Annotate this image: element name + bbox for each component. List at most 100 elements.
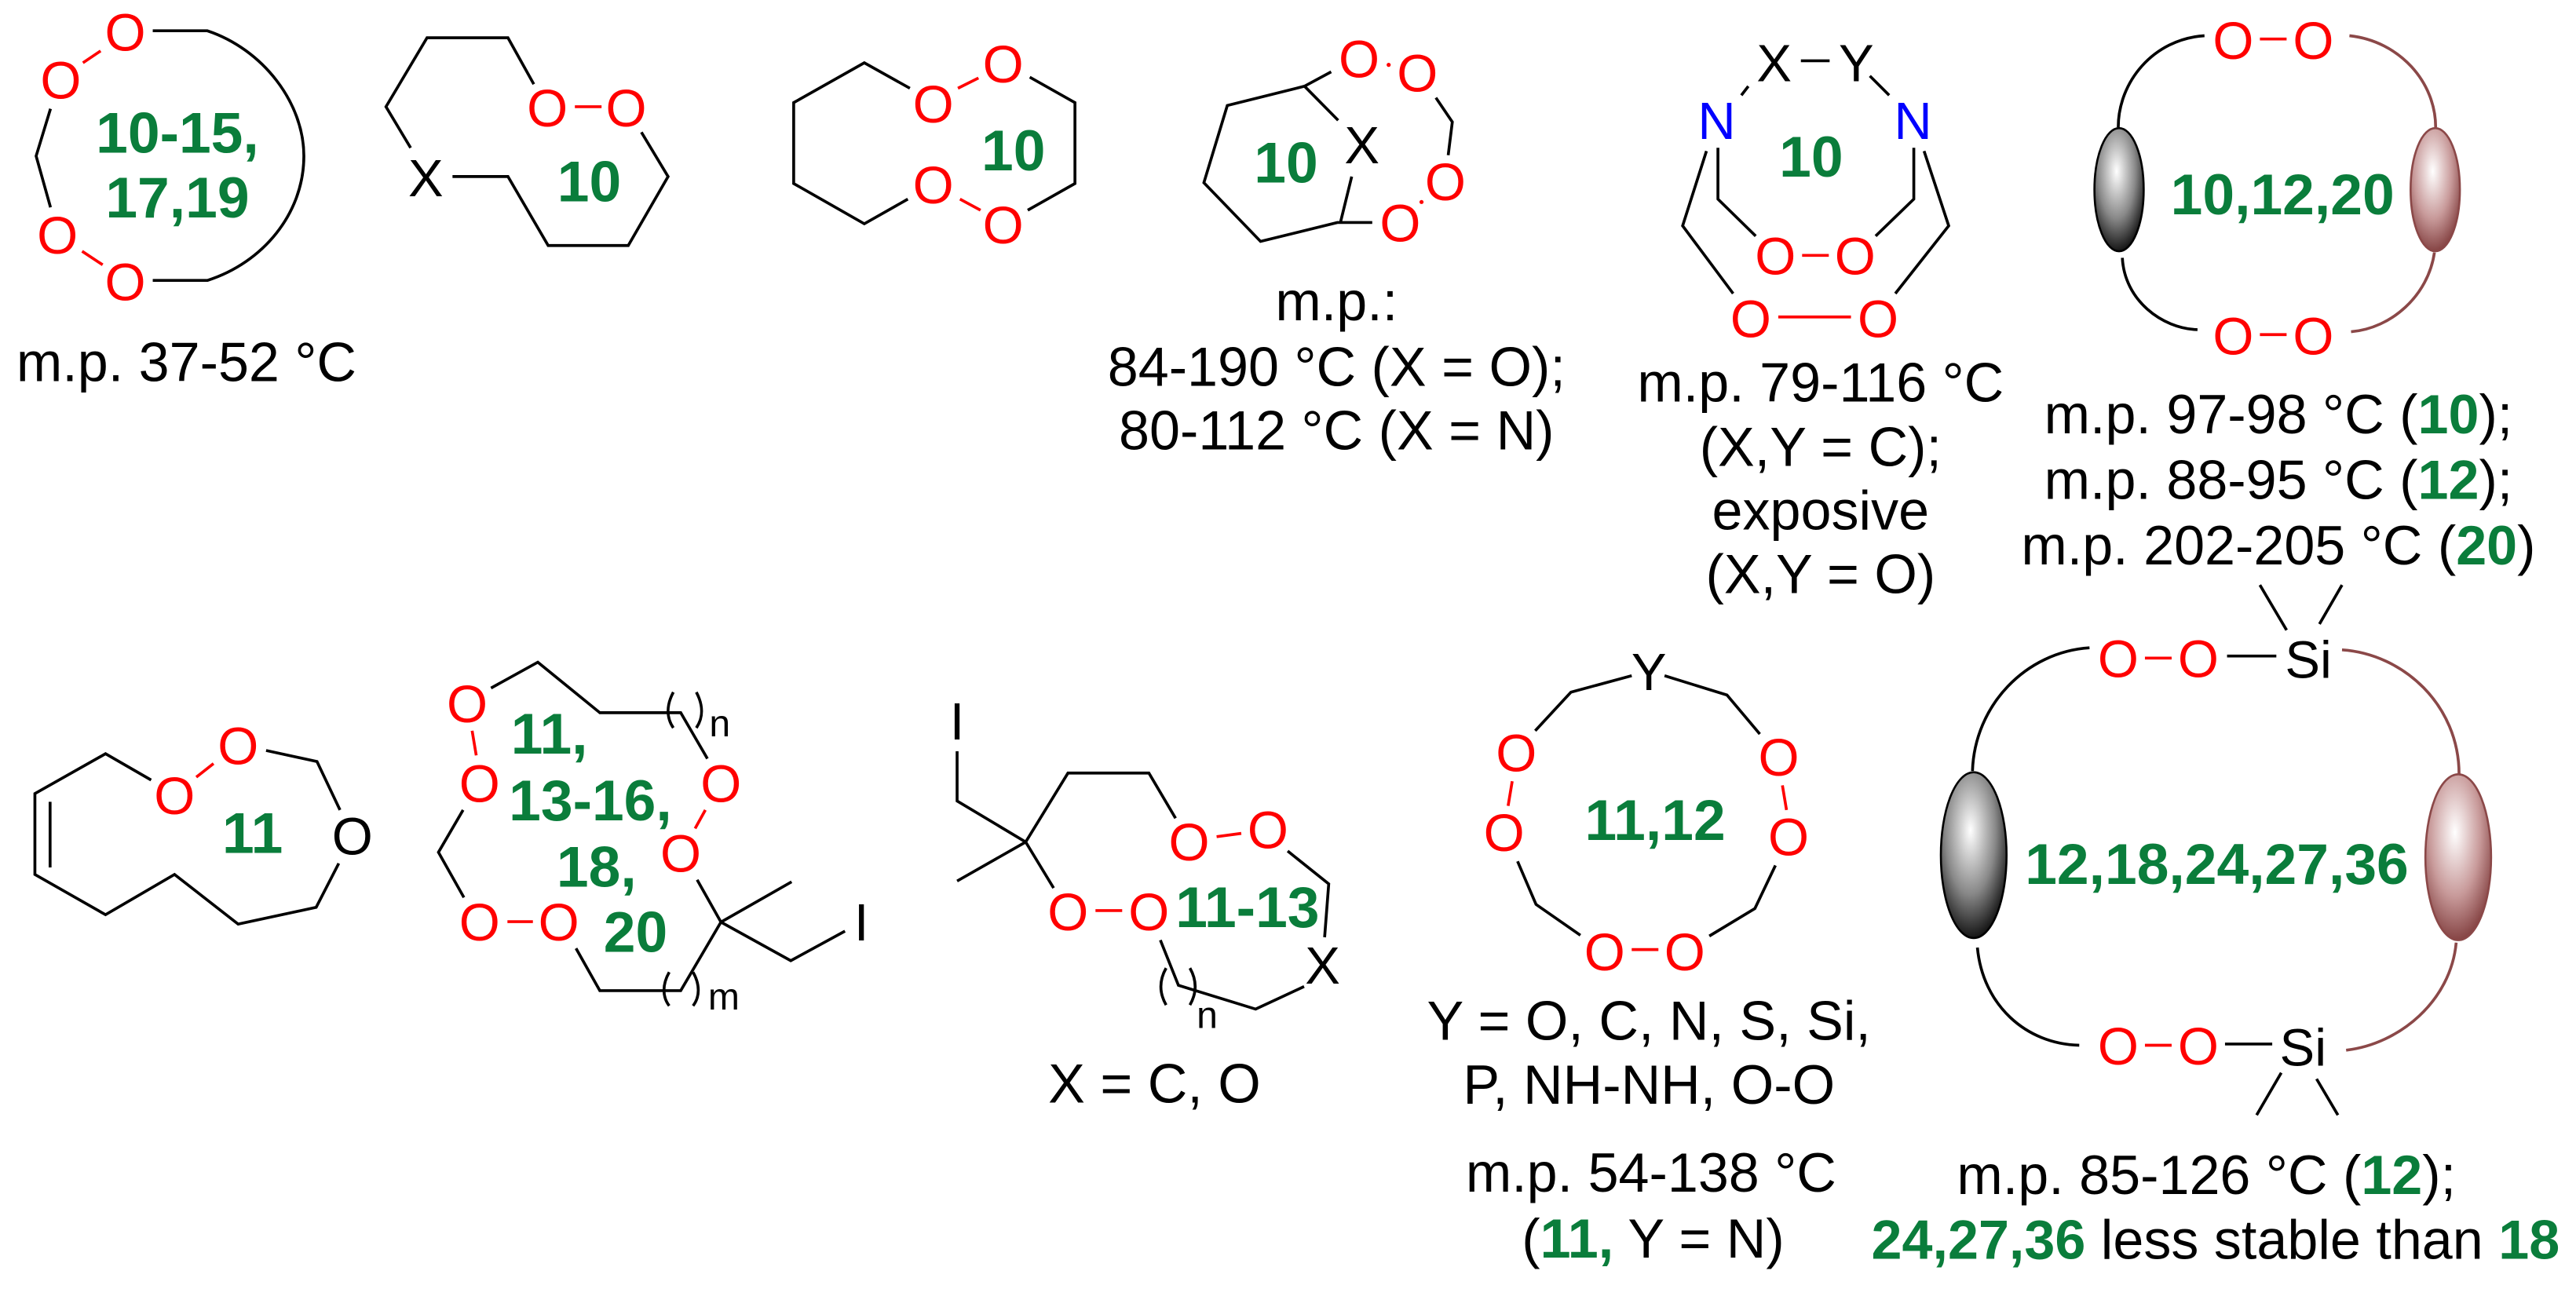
atom-o: O — [2293, 307, 2333, 366]
peroxide-bond — [470, 730, 707, 923]
ring-bonds — [33, 749, 342, 926]
atom-o: O — [2178, 630, 2219, 688]
atom-o: O — [1858, 290, 1898, 349]
atom-o: O — [1248, 801, 1288, 860]
caption-text: Y = N) — [1613, 1208, 1785, 1269]
scaffold-fragment-black — [2093, 126, 2145, 253]
compound-ref: 18 — [2498, 1209, 2560, 1270]
ring-bonds — [35, 29, 305, 283]
atom-x: X — [1344, 116, 1379, 175]
atom-i: I — [950, 692, 965, 751]
compound-ref: 12 — [2361, 1145, 2422, 1206]
linker-bonds — [1971, 584, 2344, 1116]
ring-bonds — [437, 660, 846, 992]
substituent-caption: X = C, O — [1048, 1053, 1261, 1115]
atom-o: O — [1339, 30, 1379, 89]
ring-bonds — [1516, 674, 1777, 937]
structure-11: 12,18,24,27,36 m.p. 85-126 °C (12); 24,2… — [1872, 584, 2560, 1270]
atom-o: O — [2098, 1017, 2139, 1076]
atom-o: O — [913, 75, 954, 134]
compound-label: 10 — [1779, 125, 1843, 189]
ring-bonds — [1202, 70, 1454, 243]
compound-label: 18, — [557, 835, 637, 900]
structure-7: 11 OOO — [33, 717, 373, 926]
repeat-subscript-n: n — [709, 703, 730, 745]
atom-x: X — [1756, 35, 1792, 93]
melting-point-caption: m.p. 79-116 °C — [1637, 352, 2004, 413]
atom-o: O — [2293, 12, 2333, 71]
compound-ref: 10 — [2418, 384, 2479, 445]
melting-point-caption: m.p. 202-205 °C (20) — [2021, 515, 2535, 576]
repeat-unit-brackets — [1159, 967, 1197, 1006]
compound-label: 11 — [222, 802, 283, 866]
atom-o: O — [104, 3, 145, 62]
atom-o: O — [2212, 307, 2253, 366]
atom-o: O — [2098, 630, 2139, 688]
melting-point-caption: m.p. 85-126 °C (12); — [1957, 1145, 2456, 1206]
atom-o: O — [1755, 227, 1796, 286]
scaffold-fragment-brown — [2424, 773, 2493, 941]
atom-x: X — [408, 149, 444, 208]
peroxide-bond — [1419, 199, 1424, 204]
compound-ref: 12 — [2418, 449, 2479, 510]
ring-bonds — [792, 60, 1076, 226]
atom-n: N — [1894, 92, 1931, 151]
compound-ref: 11, — [1540, 1208, 1614, 1269]
melting-point-caption: 84-190 °C (X = O); — [1108, 337, 1566, 398]
atom-o: O — [1397, 45, 1438, 104]
caption-text: ); — [2479, 384, 2512, 445]
melting-point-caption: m.p. 88-95 °C (12); — [2044, 449, 2513, 510]
atom-o: O — [2178, 1017, 2219, 1076]
compound-ref: 20 — [2456, 515, 2517, 576]
compound-label: 13-16, — [509, 769, 672, 833]
compound-label: 12,18,24,27,36 — [2025, 832, 2409, 896]
compound-ref: 24,27,36 — [1872, 1209, 2086, 1270]
atom-o: O — [527, 79, 568, 138]
atom-o: O — [459, 893, 500, 952]
compound-label: 10 — [1254, 131, 1317, 195]
atom-o: O — [1496, 725, 1536, 783]
compound-label: 10,12,20 — [2171, 162, 2395, 227]
caption-text: m.p. 97-98 °C ( — [2044, 384, 2418, 445]
scaffold-fragment-black — [1939, 771, 2008, 940]
substituent-caption: Y = O, C, N, S, Si, — [1427, 991, 1871, 1052]
atom-o: O — [1128, 883, 1169, 942]
peroxide-bond — [957, 76, 981, 212]
atom-o: O — [1835, 227, 1876, 286]
melting-point-caption: (X,Y = C); — [1700, 417, 1942, 478]
compound-label: 10-15, — [96, 101, 259, 166]
structure-5: 10 m.p. 79-116 °C (X,Y = C); exposive (X… — [1637, 35, 2004, 605]
atom-o: O — [700, 754, 741, 813]
atom-o: O — [1047, 883, 1088, 942]
compound-label: 11,12 — [1584, 788, 1725, 853]
atom-o: O — [459, 754, 500, 813]
atom-o: O — [40, 52, 81, 111]
linker-bonds — [2117, 34, 2205, 331]
atom-o: O — [983, 196, 1024, 255]
repeat-unit-brackets — [662, 691, 703, 1007]
peroxide-bond — [81, 49, 104, 266]
melting-point-caption: exposive — [1712, 480, 1930, 542]
atom-o: O — [606, 79, 647, 138]
caption-text: ); — [2479, 449, 2512, 510]
atom-o: O — [217, 717, 258, 776]
peroxide-bond — [195, 762, 215, 779]
peroxide-bond — [1095, 831, 1242, 912]
compound-label: 17,19 — [105, 166, 249, 230]
melting-point-caption: m.p. 54-138 °C — [1466, 1142, 1836, 1203]
structure-4: 10 m.p.: 84-190 °C (X = O); 80-112 °C (X… — [1108, 30, 1566, 461]
atom-y: Y — [1839, 35, 1874, 93]
peroxide-bond — [2144, 656, 2172, 1047]
ring-bonds — [955, 751, 1331, 1011]
atom-o: O — [447, 675, 488, 734]
atom-y: Y — [1631, 643, 1667, 702]
atom-o: O — [1484, 804, 1525, 863]
atom-o: O — [1758, 728, 1799, 787]
atom-o: O — [37, 206, 78, 265]
caption-text: less stable than — [2085, 1209, 2498, 1270]
caption-text: m.p. 88-95 °C ( — [2044, 449, 2418, 510]
caption-text: m.p. 202-205 °C ( — [2021, 515, 2456, 576]
